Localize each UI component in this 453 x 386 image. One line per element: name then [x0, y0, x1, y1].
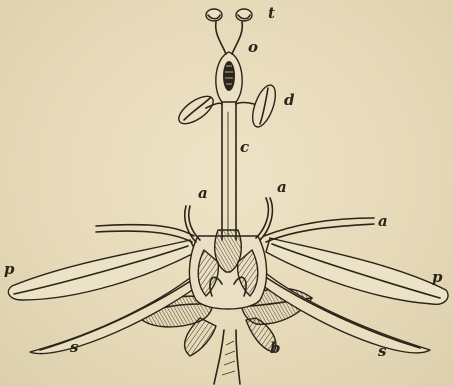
receptacle — [189, 230, 266, 309]
petal-left — [8, 240, 196, 300]
stigma — [206, 9, 252, 54]
label-bract: b — [270, 341, 281, 356]
label-stamen-left: a — [198, 186, 208, 201]
stem — [214, 330, 240, 384]
label-anther: d — [284, 93, 295, 108]
label-petal-left: p — [4, 262, 15, 277]
label-stamen-far-right: a — [378, 214, 388, 229]
label-ovary: o — [248, 40, 258, 55]
label-petal-right: p — [432, 270, 443, 285]
label-stamen-right: a — [277, 180, 287, 195]
style — [222, 100, 236, 240]
label-sepal-left: s — [70, 340, 78, 355]
label-sepal-right: s — [378, 344, 386, 359]
label-stigma: t — [268, 6, 275, 21]
ovary — [216, 52, 242, 102]
label-style: c — [240, 140, 249, 155]
